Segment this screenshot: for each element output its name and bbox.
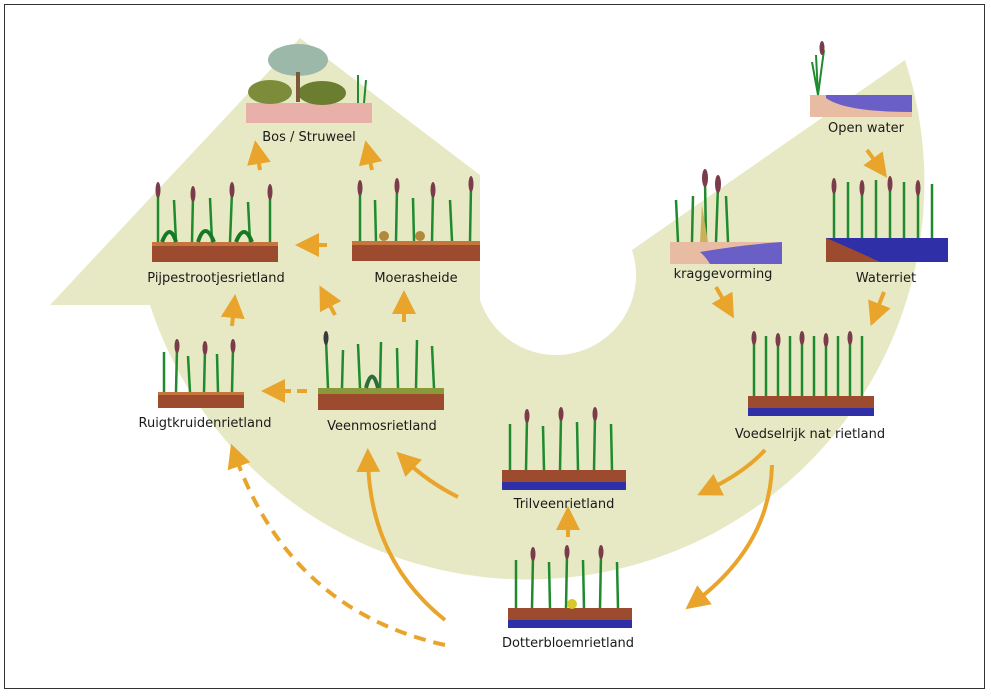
image-frame	[4, 4, 985, 689]
